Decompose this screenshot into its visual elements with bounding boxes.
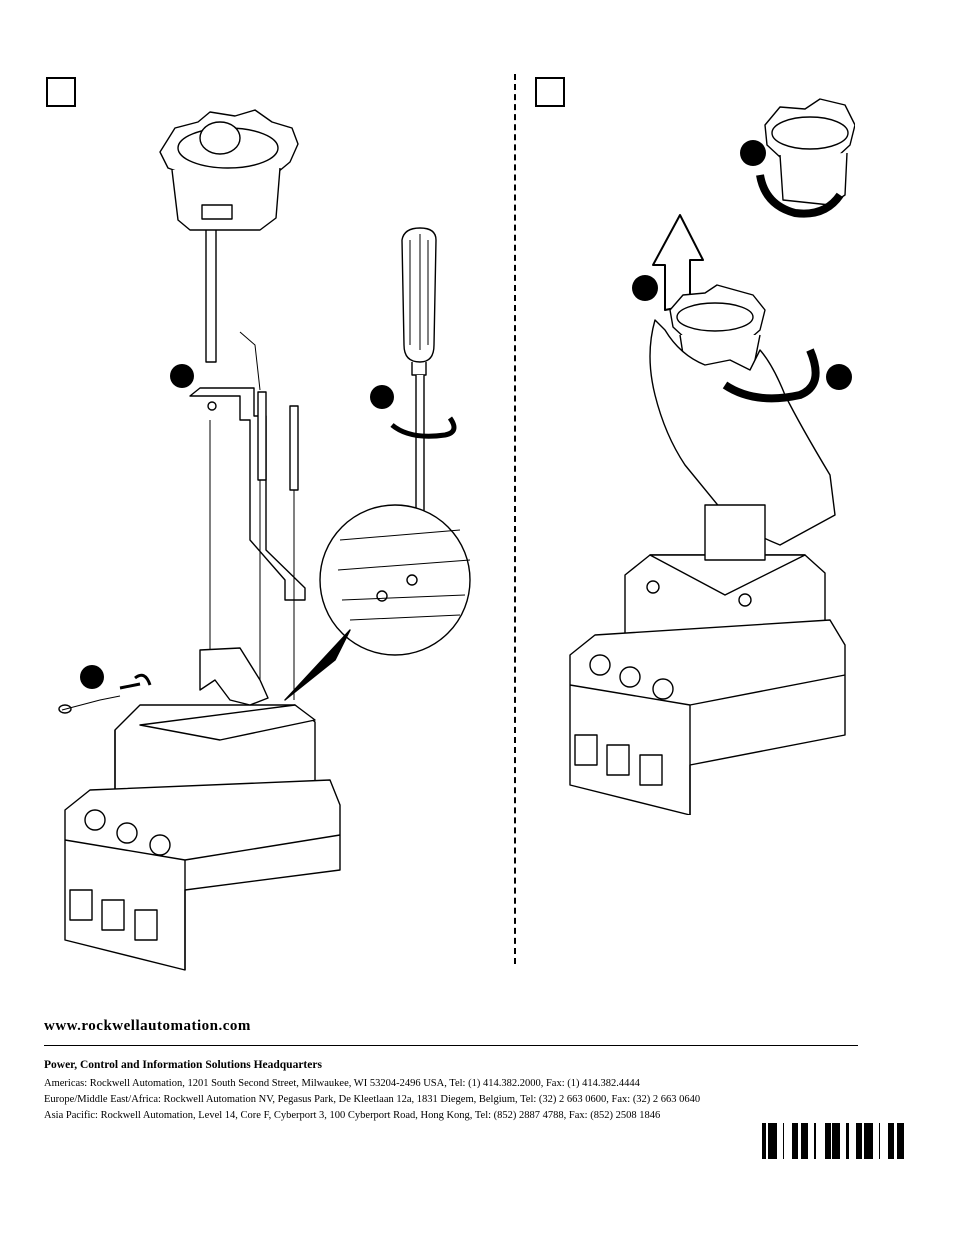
- barcode-bar: [864, 1123, 867, 1159]
- barcode-bar: [772, 1123, 774, 1159]
- barcode-bar: [807, 1123, 808, 1159]
- footer-divider: [44, 1045, 858, 1046]
- rotary-knob-icon: [159, 109, 299, 231]
- barcode-bar: [826, 1123, 828, 1159]
- barcode-bar: [832, 1123, 834, 1159]
- address-emea: Europe/Middle East/Africa: Rockwell Auto…: [44, 1094, 701, 1105]
- left-installation-illustration: [58, 109, 471, 971]
- barcode-bar: [892, 1123, 894, 1159]
- barcode-bar: [762, 1123, 765, 1159]
- barcode-bar: [898, 1123, 900, 1159]
- barcode-bar: [774, 1123, 777, 1159]
- barcode-bar: [796, 1123, 798, 1159]
- filled-circle-icon: [826, 364, 852, 390]
- barcode-bar: [828, 1123, 831, 1159]
- step-marker-group: [80, 364, 394, 689]
- panel-divider: [514, 74, 516, 964]
- barcode-icon: [762, 1123, 904, 1159]
- headquarters-title: Power, Control and Information Solutions…: [44, 1059, 322, 1071]
- barcode-bar: [802, 1123, 804, 1159]
- barcode-bar: [867, 1123, 868, 1159]
- address-americas: Americas: Rockwell Automation, 1201 Sout…: [44, 1078, 640, 1089]
- barcode-bar: [897, 1123, 898, 1159]
- barcode-bar: [856, 1123, 858, 1159]
- barcode-bar: [801, 1123, 802, 1159]
- filled-circle-icon: [740, 140, 766, 166]
- barcode-bar: [846, 1123, 849, 1159]
- filled-circle-icon: [80, 665, 104, 689]
- barcode-bar: [834, 1123, 837, 1159]
- barcode-bar: [783, 1123, 784, 1159]
- barcode-bar: [858, 1123, 861, 1159]
- barcode-bar: [888, 1123, 891, 1159]
- rotary-knob-icon: [764, 98, 855, 206]
- barcode-bar: [861, 1123, 862, 1159]
- barcode-bar: [903, 1123, 904, 1159]
- barcode-bar: [900, 1123, 903, 1159]
- barcode-bar: [768, 1123, 771, 1159]
- website-url[interactable]: www.rockwellautomation.com: [44, 1018, 251, 1034]
- barcode-bar: [870, 1123, 873, 1159]
- filled-circle-icon: [632, 275, 658, 301]
- barcode-bar: [838, 1123, 840, 1159]
- right-installation-illustration: [569, 98, 855, 815]
- barcode-bar: [891, 1123, 892, 1159]
- barcode-bar: [771, 1123, 772, 1159]
- address-asia-pacific: Asia Pacific: Rockwell Automation, Level…: [44, 1110, 661, 1121]
- barcode-bar: [795, 1123, 796, 1159]
- step-box-right: [535, 77, 565, 107]
- filled-circle-icon: [170, 364, 194, 388]
- screwdriver-icon: [401, 227, 437, 526]
- step-box-left: [46, 77, 76, 107]
- barcode-bar: [825, 1123, 826, 1159]
- step-marker-group: [632, 140, 852, 390]
- barcode-bar: [804, 1123, 807, 1159]
- filled-circle-icon: [370, 385, 394, 409]
- barcode-bar: [792, 1123, 795, 1159]
- barcode-bar: [868, 1123, 870, 1159]
- barcode-bar: [837, 1123, 838, 1159]
- barcode-bar: [879, 1123, 880, 1159]
- barcode-bar: [814, 1123, 816, 1159]
- barcode-bar: [765, 1123, 766, 1159]
